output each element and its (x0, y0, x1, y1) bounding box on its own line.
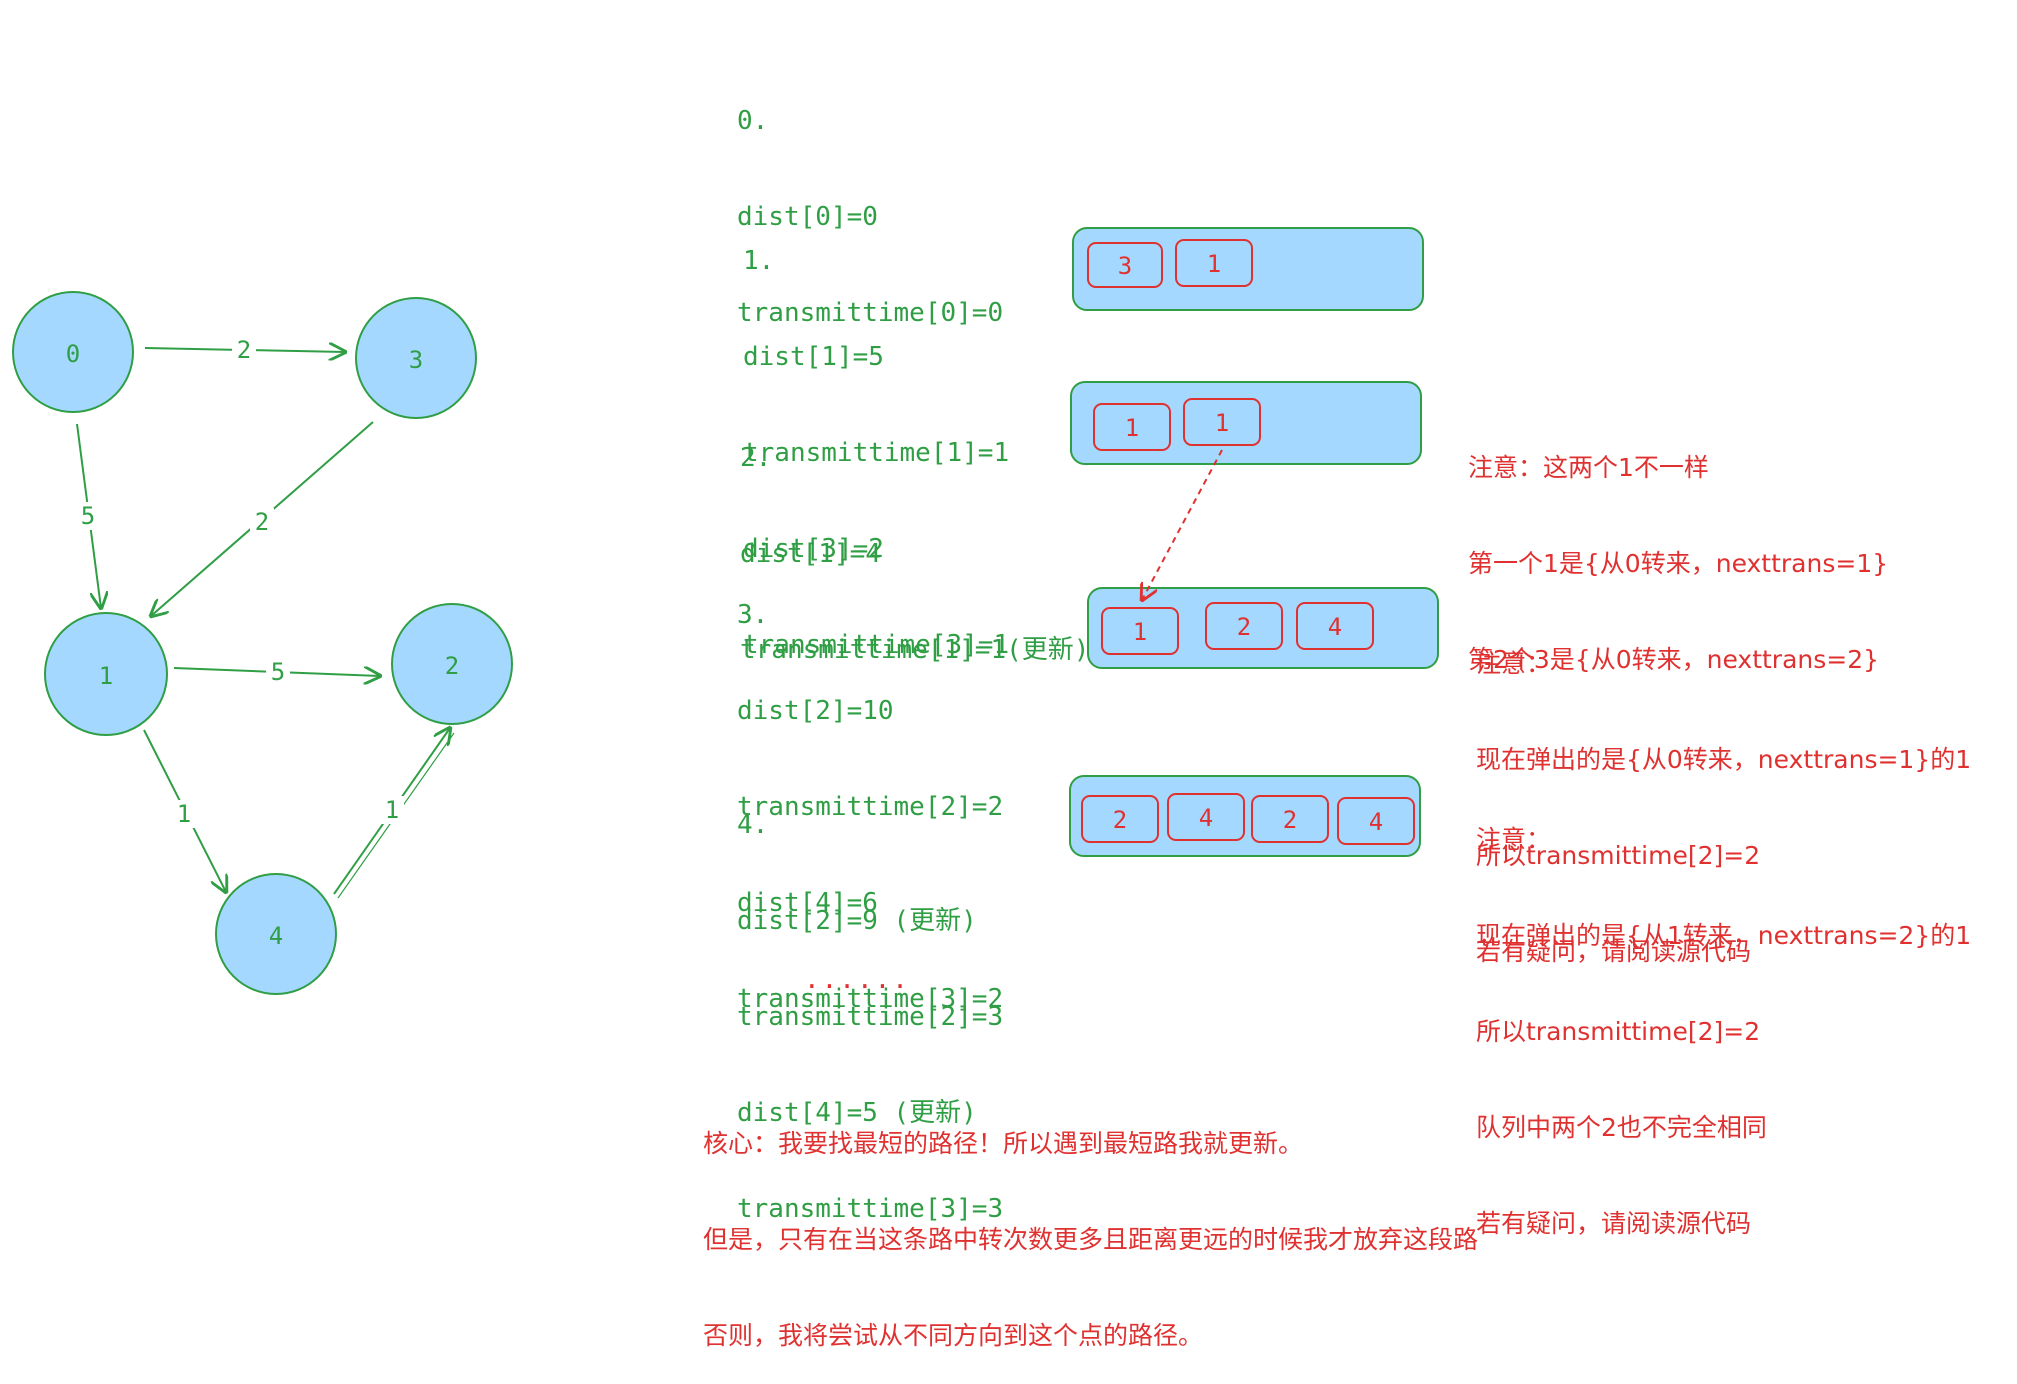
note-line: 注意： (1476, 649, 1552, 678)
queue-step-1: 3 1 (1072, 227, 1424, 311)
note-line: 第2个3是{从0转来，nexttrans=2} (1468, 645, 1880, 674)
summary: 核心：我要找最短的路径！所以遇到最短路我就更新。 但是，只有在当这条路中转次数更… (703, 1064, 1478, 1384)
queue-item: 4 (1167, 793, 1245, 841)
graph-node-1: 1 (44, 612, 168, 736)
edge-0-3: 2 (144, 336, 345, 364)
note-line: 现在弹出的是{从1转来，nexttrans=2}的1 (1476, 921, 1972, 950)
node-label-2: 2 (445, 652, 459, 680)
graph-node-0: 0 (12, 291, 134, 413)
note-1: 注意：这两个1不一样 第一个1是{从0转来，nexttrans=1} 第2个3是… (1468, 388, 1888, 708)
queue-step-4: 2 4 2 4 (1069, 775, 1421, 857)
note-line: 注意： (1476, 825, 1552, 854)
ellipsis: ...... (804, 965, 910, 995)
summary-line: 否则，我将尝试从不同方向到这个点的路径。 (703, 1321, 1204, 1350)
note-line: 所以transmittime[2]=2 (1476, 841, 1761, 870)
note-line: 注意：这两个1不一样 (1468, 453, 1709, 482)
note-2: 注意： 现在弹出的是{从0转来，nexttrans=1}的1 所以transmi… (1476, 584, 1971, 1000)
edge-weight-1-2: 5 (271, 658, 285, 686)
node-label-3: 3 (409, 346, 423, 374)
node-label-1: 1 (99, 662, 113, 690)
step-line: dist[3]=2 (743, 534, 884, 564)
step-line: transmittime[1]=1(更新) (740, 635, 1090, 665)
note-line: 若有疑问，请阅读源代码 (1476, 937, 1752, 966)
step-line: dist[4]=5 (更新) (737, 1098, 977, 1128)
step-2: 2. dist[1]=4 transmittime[1]=1(更新) (740, 378, 1089, 698)
step-line: 2. (740, 443, 772, 473)
svg-text:2: 2 (1237, 613, 1251, 641)
queue-item: 1 (1093, 403, 1171, 451)
note-line: 队列中两个2也不完全相同 (1476, 1113, 1767, 1142)
pop-arrow (1142, 449, 1223, 600)
svg-text:1: 1 (1125, 414, 1139, 442)
step-1: 1. dist[1]=5 transmittime[1]=1 dist[3]=2… (743, 181, 1009, 693)
node-label-0: 0 (66, 340, 80, 368)
queue-item: 2 (1251, 795, 1329, 843)
svg-text:1: 1 (1207, 250, 1221, 278)
edge-weight-4-2: 1 (385, 796, 399, 824)
summary-line: 核心：我要找最短的路径！所以遇到最短路我就更新。 (703, 1129, 1304, 1158)
svg-text:4: 4 (1328, 613, 1342, 641)
step-line: dist[2]=10 (737, 696, 894, 726)
step-line: transmittime[3]=2 (737, 984, 1004, 1014)
queue-item: 1 (1175, 239, 1253, 287)
summary-line: 但是，只有在当这条路中转次数更多且距离更远的时候我才放弃这段路 (703, 1225, 1479, 1254)
edge-4-2: 1 (333, 728, 455, 899)
step-line: 4. (737, 810, 769, 840)
step-line: 1. (743, 246, 775, 276)
node-label-4: 4 (269, 922, 283, 950)
step-3: 3. dist[2]=10 transmittime[2]=2 dist[4]=… (737, 535, 1003, 1047)
svg-text:1: 1 (1133, 618, 1147, 646)
step-line: transmittime[0]=0 (737, 298, 1004, 328)
step-line: transmittime[2]=2 (737, 792, 1004, 822)
step-line: dist[1]=4 (740, 539, 881, 569)
svg-text:3: 3 (1118, 252, 1132, 280)
step-line: dist[4]=6 (737, 888, 878, 918)
queue-item: 3 (1087, 242, 1163, 288)
queue-step-3: 1 2 4 (1087, 587, 1439, 669)
step-line: transmittime[2]=3 (737, 1002, 1004, 1032)
step-line: dist[1]=5 (743, 342, 884, 372)
note-line: 若有疑问，请阅读源代码 (1476, 1209, 1752, 1238)
queue-step-2: 1 1 (1070, 381, 1422, 465)
edge-weight-1-4: 1 (177, 800, 191, 828)
queue-item: 1 (1101, 607, 1179, 655)
note-line: 所以transmittime[2]=2 (1476, 1017, 1761, 1046)
queue-item: 4 (1296, 602, 1374, 650)
edge-3-1: 2 (151, 421, 374, 616)
step-line: dist[2]=9 (更新) (737, 906, 977, 936)
step-line: dist[0]=0 (737, 202, 878, 232)
svg-text:4: 4 (1369, 808, 1383, 836)
step-line: 3. (737, 600, 769, 630)
note-line: 现在弹出的是{从0转来，nexttrans=1}的1 (1476, 745, 1972, 774)
note-line: 第一个1是{从0转来，nexttrans=1} (1468, 549, 1889, 578)
edge-0-1: 5 (76, 423, 101, 608)
diagram-canvas: 2 5 2 5 1 1 0 3 1 2 (12, 227, 1439, 995)
edge-weight-0-1: 5 (81, 502, 95, 530)
queue-item: 2 (1205, 602, 1283, 650)
queue-item: 1 (1183, 398, 1261, 446)
svg-text:1: 1 (1215, 409, 1229, 437)
step-line: transmittime[1]=1 (743, 438, 1010, 468)
edge-weight-0-3: 2 (237, 336, 251, 364)
svg-text:4: 4 (1199, 804, 1213, 832)
svg-text:2: 2 (1113, 806, 1127, 834)
svg-text:2: 2 (1283, 806, 1297, 834)
graph-node-2: 2 (391, 603, 513, 725)
step-0: 0. dist[0]=0 transmittime[0]=0 (737, 41, 1003, 361)
edge-1-4: 1 (143, 729, 226, 892)
queue-item: 4 (1337, 797, 1415, 845)
step-line: transmittime[3]=1 (743, 630, 1010, 660)
queue-item: 2 (1081, 795, 1159, 843)
graph-node-4: 4 (215, 873, 337, 995)
edge-1-2: 5 (173, 658, 380, 686)
note-3: 注意： 现在弹出的是{从1转来，nexttrans=2}的1 所以transmi… (1476, 760, 1971, 1272)
graph-node-3: 3 (355, 297, 477, 419)
edge-weight-3-1: 2 (255, 508, 269, 536)
step-line: 0. (737, 106, 769, 136)
